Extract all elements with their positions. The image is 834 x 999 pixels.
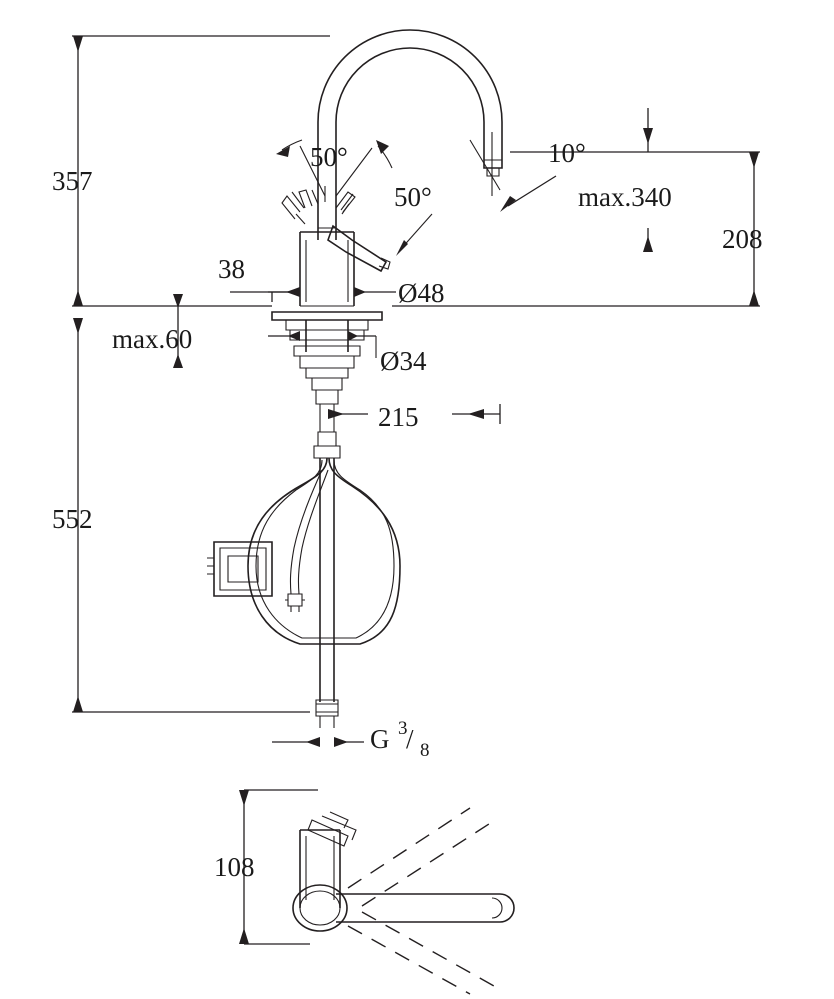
dim-swivel-a: 50°	[310, 142, 348, 172]
dim-swivel-b: 50°	[394, 182, 432, 212]
dimension-labels: 357 552 208 max.340 max.60 38 Ø48 Ø34 21…	[52, 138, 763, 882]
dim-height-below: 552	[52, 504, 93, 534]
faucet-plan-geometry	[292, 807, 515, 995]
faucet-elevation-geometry	[207, 29, 503, 728]
dim-spout-height: 208	[722, 224, 763, 254]
dim-spout-angle: 10°	[548, 138, 586, 168]
dim-reach-215: 215	[378, 402, 419, 432]
thread-slash: /	[406, 724, 414, 754]
thread-prefix: G	[370, 724, 390, 754]
dim-max-reach: max.340	[578, 182, 672, 212]
dim-counter-thickness: max.60	[112, 324, 192, 354]
dimension-lines	[72, 35, 760, 945]
dim-plan-depth: 108	[214, 852, 255, 882]
dim-body-dia: Ø48	[398, 278, 445, 308]
dim-base-dia: Ø34	[380, 346, 427, 376]
dim-height-total: 357	[52, 166, 93, 196]
thread-denominator: 8	[420, 740, 430, 761]
dim-offset-38: 38	[218, 254, 245, 284]
thread-numerator: 3	[398, 718, 408, 739]
thread-label: G 3 / 8	[370, 718, 430, 761]
